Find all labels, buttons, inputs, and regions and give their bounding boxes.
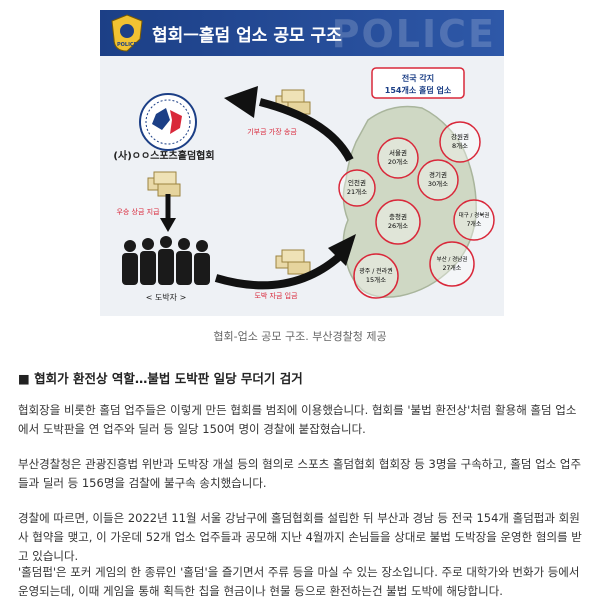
callout-box (371, 67, 465, 99)
police-badge-icon: POLICE (111, 14, 143, 52)
region-count: 15개소 (366, 275, 386, 284)
money-stack-icon (275, 89, 311, 115)
region-name: 서울권 (389, 148, 407, 157)
region-name: 강원권 (451, 132, 469, 141)
region-circle-gwangju: 광주 / 전라권 15개소 (353, 253, 399, 299)
region-count: 26개소 (388, 221, 408, 230)
money-stack-icon (275, 249, 311, 275)
money-stack-icon (147, 171, 181, 197)
article-paragraph: 부산경찰청은 관광진흥법 위반과 도박장 개설 등의 혐의로 스포츠 홀덤협회 … (18, 457, 582, 490)
figure-caption: 협회-업소 공모 구조. 부산경찰청 제공 (213, 330, 387, 343)
region-name: 부산 / 경남권 (437, 255, 468, 263)
region-name: 경기권 (429, 170, 447, 179)
figure-image: POLICE POLICE 협회ㅡ홀덤 업소 공모 구조 (사)ㅇㅇ스포츠홀덤협… (100, 10, 504, 316)
region-circle-seoul: 서울권 20개소 (377, 137, 419, 179)
region-name: 인천권 (348, 178, 366, 187)
gamblers-label: < 도박자 > (146, 292, 187, 302)
donation-arrow-icon (259, 98, 354, 162)
banner-watermark: POLICE (331, 12, 496, 56)
figure-title: 협회ㅡ홀덤 업소 공모 구조 (152, 26, 342, 46)
callout-line2: 154개소 홀덤 업소 (385, 85, 452, 95)
gamble-arrow-icon (214, 252, 343, 290)
region-name: 대구 / 경북권 (459, 211, 490, 219)
region-circle-gyeonggi: 경기권 30개소 (417, 159, 459, 201)
association-logo-icon (139, 93, 197, 151)
region-name: 광주 / 전라권 (359, 267, 392, 275)
scheme-diagram: (사)ㅇㅇ스포츠홀덤협회 기부금 가장 송금 우승 상금 지급 도박 자금 입금 (113, 67, 495, 302)
figure-banner: POLICE POLICE 협회ㅡ홀덤 업소 공모 구조 (100, 10, 504, 56)
korea-map-shape (342, 105, 477, 298)
region-circle-chungcheong: 충청권 26개소 (375, 199, 421, 245)
article-paragraph: 협회장을 비롯한 홀덤 업주들은 이렇게 만든 협회를 범죄에 이용했습니다. … (18, 403, 577, 436)
donation-arrow-label: 기부금 가장 송금 (247, 127, 297, 136)
region-count: 21개소 (347, 187, 367, 196)
region-count: 20개소 (388, 157, 408, 166)
prize-arrow-label: 우승 상금 지급 (116, 207, 160, 216)
gamblers-silhouette-icon (122, 236, 210, 285)
region-name: 충청권 (389, 212, 407, 221)
region-count: 30개소 (428, 179, 448, 188)
association-label: (사)ㅇㅇ스포츠홀덤협회 (113, 149, 214, 162)
article-paragraph: '홀덤펍'은 포커 게임의 한 종류인 '홀덤'을 즐기면서 주류 등을 마실 … (18, 565, 580, 598)
region-circle-busan: 부산 / 경남권 27개소 (429, 241, 475, 287)
gamble-arrow-label: 도박 자금 입금 (254, 291, 298, 300)
region-count: 7개소 (467, 220, 482, 228)
article-paragraph: 경찰에 따르면, 이들은 2022년 11월 서울 강남구에 홀덤협회를 설립한… (18, 511, 582, 563)
badge-text: POLICE (117, 42, 138, 48)
region-count: 27개소 (443, 264, 462, 272)
callout-line1: 전국 각지 (402, 73, 434, 83)
region-circle-daegu: 대구 / 경북권 7개소 (453, 199, 495, 241)
region-circle-gangwon: 강원권 8개소 (439, 121, 481, 163)
section-heading: ■ 협회가 환전상 역할…불법 도박판 일당 무더기 검거 (18, 371, 303, 386)
region-circle-incheon: 인천권 21개소 (338, 169, 376, 207)
region-count: 8개소 (452, 141, 468, 150)
